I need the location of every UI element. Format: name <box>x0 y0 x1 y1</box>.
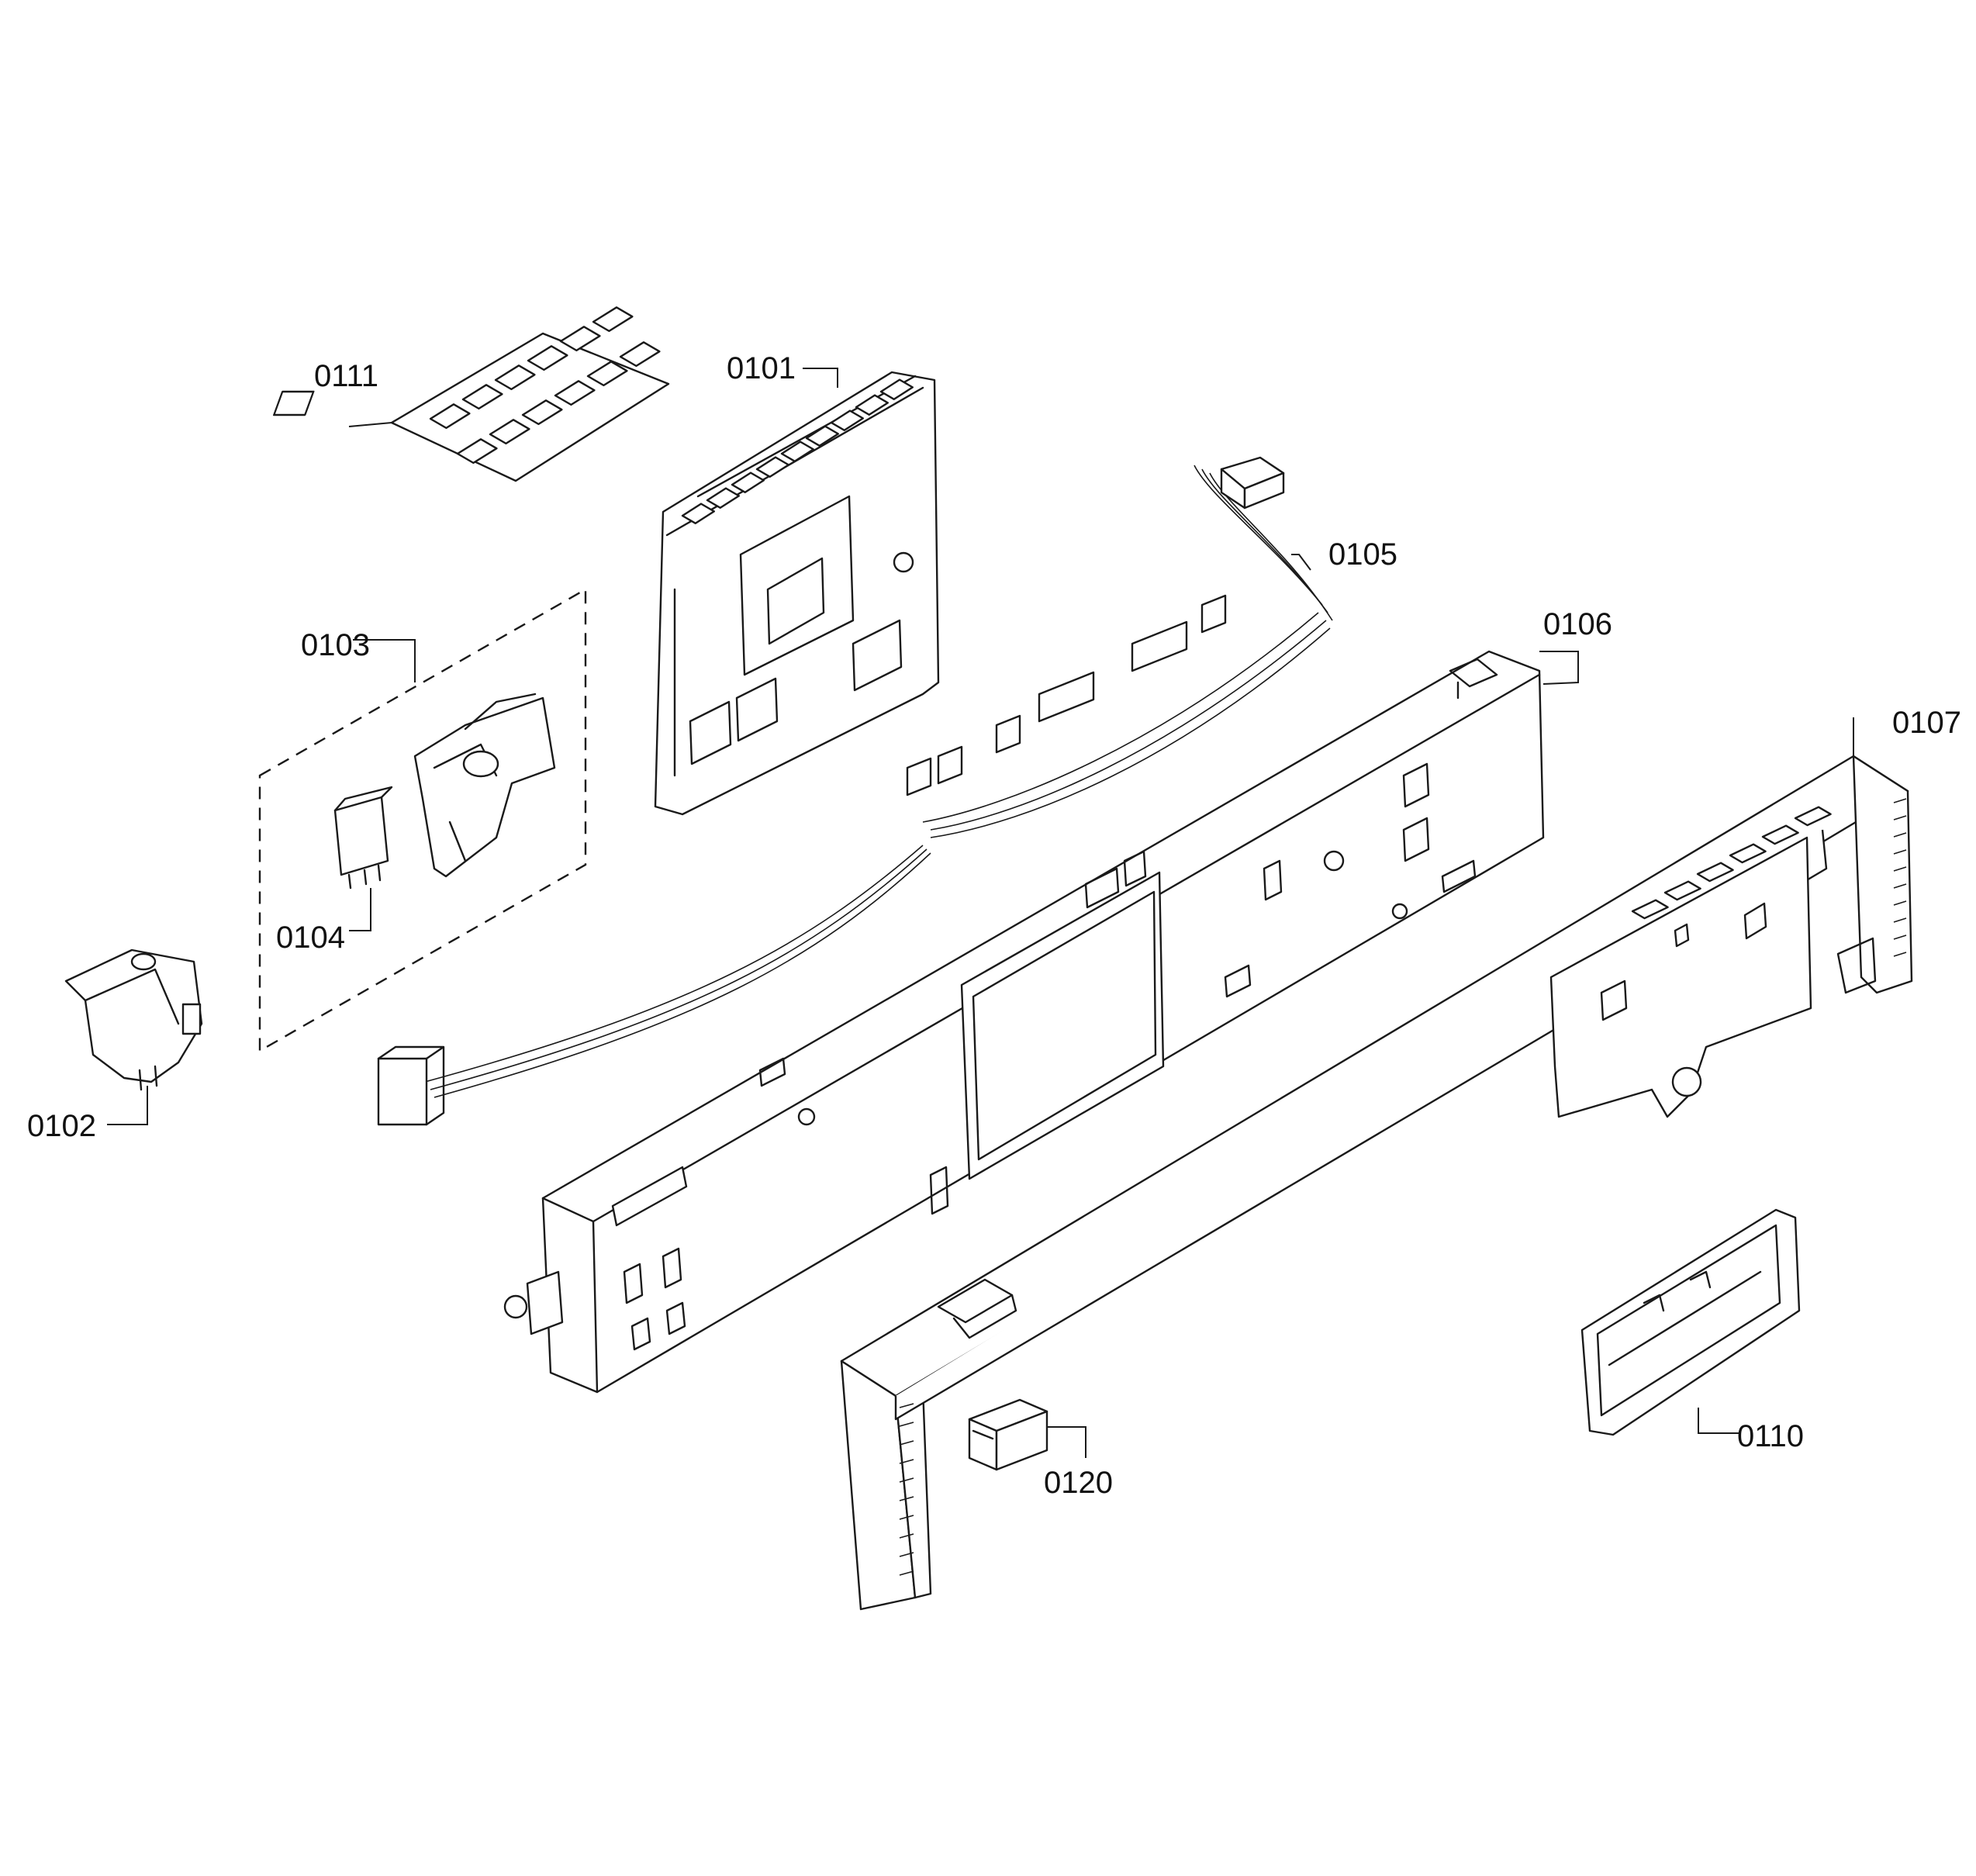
vent-tick <box>899 1496 914 1501</box>
vent-tick <box>1893 832 1907 838</box>
fascia-button-slot <box>1794 806 1832 827</box>
front-panel-0107[interactable] <box>840 755 1913 1611</box>
harness-connector <box>1038 671 1095 723</box>
vent-tick <box>1893 900 1907 906</box>
vent-tick <box>899 1533 914 1539</box>
vent-tick <box>1893 952 1907 957</box>
fascia-button-slot <box>1696 862 1734 883</box>
vent-tick <box>1893 815 1907 821</box>
wire-harness-0105[interactable] <box>377 456 1333 1126</box>
vent-tick <box>899 1570 914 1576</box>
membrane-key <box>489 419 530 445</box>
harness-connector <box>1131 620 1188 672</box>
label-0105: 0105 <box>1328 537 1397 572</box>
membrane-key <box>619 341 661 368</box>
vent-tick <box>1893 849 1907 855</box>
handle-0110[interactable] <box>1580 1208 1801 1436</box>
label-0101: 0101 <box>727 351 796 385</box>
label-0104: 0104 <box>276 921 345 955</box>
harness-connector <box>937 745 963 785</box>
part-labels: 0111 0101 0105 0106 0107 0103 0104 0102 … <box>27 351 1961 1500</box>
vent-tick <box>899 1422 914 1427</box>
vent-tick <box>1893 935 1907 940</box>
membrane-key <box>521 399 563 426</box>
module-key <box>706 487 740 509</box>
leader-lines <box>107 368 1854 1458</box>
label-0107: 0107 <box>1892 706 1961 740</box>
membrane-key <box>592 306 634 333</box>
keypad-membrane-0111[interactable] <box>272 306 670 482</box>
vent-tick <box>1893 917 1907 923</box>
membrane-key <box>456 438 498 465</box>
module-key <box>879 378 914 400</box>
module-key <box>731 472 765 493</box>
vent-tick <box>899 1459 914 1464</box>
block-0120[interactable] <box>968 1398 1048 1471</box>
bracket-switch-0102[interactable] <box>64 948 203 1091</box>
membrane-key <box>494 364 536 391</box>
control-module-0101[interactable] <box>654 371 940 816</box>
door-lock-0103[interactable] <box>413 693 556 878</box>
module-key <box>755 456 789 478</box>
module-key <box>681 503 715 524</box>
control-panel-frame-0106[interactable] <box>503 650 1545 1394</box>
membrane-key <box>527 345 568 371</box>
dashed-group-outline-0103 <box>258 587 587 1053</box>
vent-tick <box>899 1515 914 1520</box>
label-0102: 0102 <box>27 1109 96 1143</box>
label-0103: 0103 <box>301 628 370 662</box>
membrane-key <box>559 326 601 352</box>
membrane-key <box>586 361 628 387</box>
switch-0104[interactable] <box>333 786 393 890</box>
module-key <box>855 394 889 416</box>
label-0106: 0106 <box>1543 607 1612 641</box>
module-key <box>780 440 814 462</box>
vent-tick <box>1893 866 1907 872</box>
vent-tick <box>1893 883 1907 889</box>
module-key <box>830 409 864 431</box>
membrane-key <box>554 380 596 406</box>
harness-connector <box>1200 594 1227 634</box>
vent-tick <box>899 1440 914 1446</box>
membrane-key <box>429 403 471 430</box>
vent-tick <box>899 1477 914 1483</box>
fascia-button-slot <box>1663 880 1701 901</box>
membrane-key <box>461 384 503 410</box>
label-0110: 0110 <box>1737 1419 1804 1453</box>
vent-tick <box>899 1552 914 1557</box>
fascia-button-slot <box>1729 843 1767 864</box>
harness-connector <box>995 714 1021 754</box>
label-0120: 0120 <box>1044 1466 1113 1500</box>
vent-tick <box>1893 798 1907 803</box>
label-0111: 0111 <box>314 359 378 393</box>
fascia-button-slot <box>1631 899 1669 920</box>
fascia-button-slot <box>1761 824 1799 845</box>
harness-connector <box>906 757 932 796</box>
vent-tick <box>899 1403 914 1408</box>
module-key <box>805 425 839 447</box>
